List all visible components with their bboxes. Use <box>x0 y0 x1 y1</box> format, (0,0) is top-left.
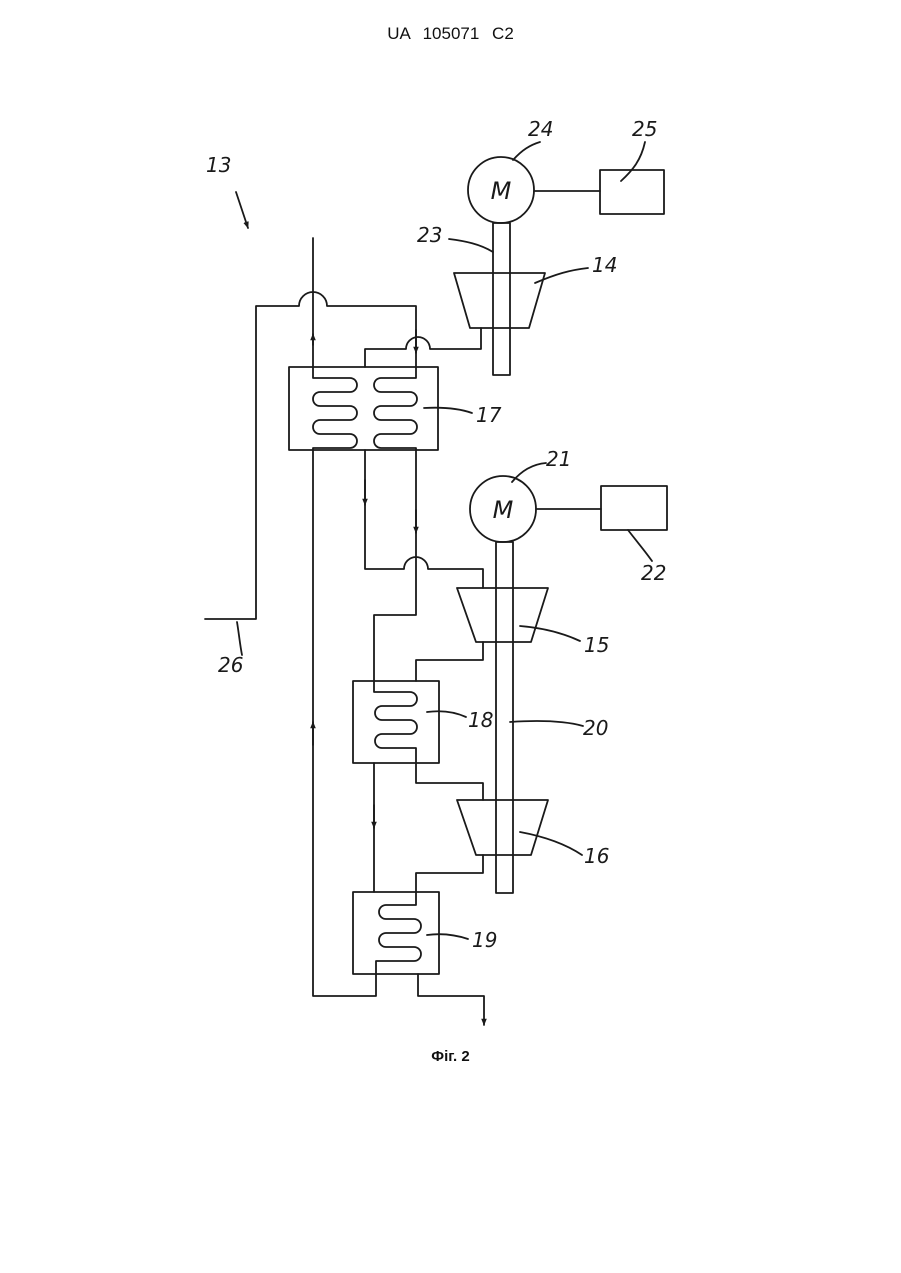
label-20: 20 <box>583 716 608 740</box>
leader-16 <box>520 832 582 855</box>
label-16: 16 <box>584 844 609 868</box>
label-22: 22 <box>641 561 666 585</box>
label-15: 15 <box>584 633 609 657</box>
line-17-to-15 <box>365 450 483 588</box>
line-26-branch <box>205 292 416 619</box>
coil-17-left <box>313 367 357 450</box>
shaft-20 <box>496 542 513 893</box>
leader-25 <box>621 142 645 181</box>
motor-24-symbol: M <box>491 177 512 205</box>
leader-26 <box>237 622 242 655</box>
coil-19 <box>376 892 421 974</box>
figure-caption: Фіг. 2 <box>0 1048 901 1065</box>
label-13: 13 <box>206 153 231 177</box>
compressor-14-outlet <box>365 328 481 367</box>
expander-15 <box>457 588 548 642</box>
label-19: 19 <box>472 928 497 952</box>
heat-exchanger-18 <box>353 681 439 763</box>
leader-23 <box>449 239 493 252</box>
label-18: 18 <box>468 708 493 732</box>
label-13-pointer <box>236 192 248 228</box>
leader-18 <box>427 711 466 717</box>
expander-16-outlet <box>416 855 483 892</box>
label-26: 26 <box>218 653 243 677</box>
heat-exchanger-17 <box>289 367 438 450</box>
label-14: 14 <box>592 253 617 277</box>
motor-21-symbol: M <box>493 496 514 524</box>
expander-16 <box>457 800 548 855</box>
label-17: 17 <box>476 403 502 427</box>
shaft-23 <box>493 223 510 375</box>
coil-17-right <box>374 367 417 450</box>
line-18-to-16 <box>416 763 483 800</box>
line-17-to-18 <box>374 450 416 681</box>
compressor-14 <box>454 273 545 328</box>
control-box-25 <box>600 170 664 214</box>
label-25: 25 <box>632 117 657 141</box>
control-box-22 <box>601 486 667 530</box>
leader-15 <box>520 626 580 641</box>
expander-15-outlet <box>416 642 483 681</box>
leader-24 <box>513 142 540 160</box>
leader-20 <box>510 721 583 726</box>
return-line <box>313 450 376 996</box>
leader-22 <box>628 530 652 561</box>
label-23: 23 <box>417 223 442 247</box>
label-24: 24 <box>528 117 553 141</box>
label-21: 21 <box>546 447 571 471</box>
coil-18 <box>374 681 417 763</box>
product-outlet <box>418 974 484 1025</box>
leader-17 <box>424 408 472 413</box>
leader-19 <box>427 934 468 939</box>
